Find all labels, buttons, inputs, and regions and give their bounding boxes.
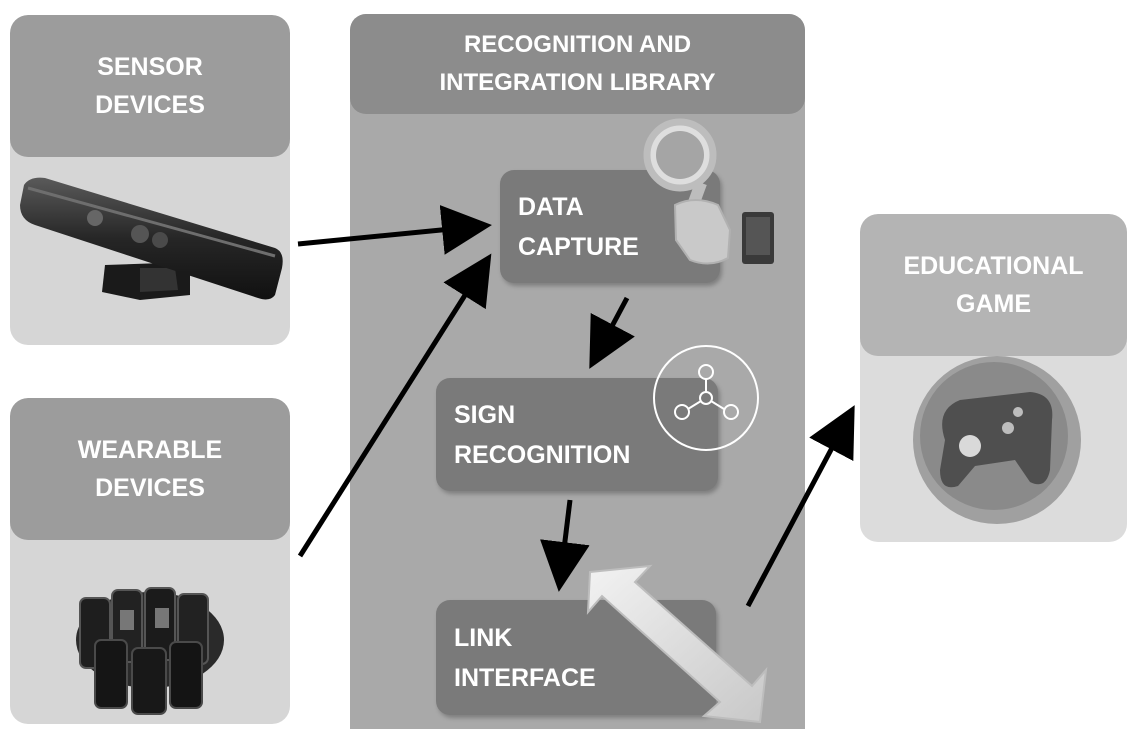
- sign-recognition-line2: RECOGNITION: [454, 440, 631, 469]
- kinect-sensor-icon: [20, 177, 283, 300]
- link-interface-line2: INTERFACE: [454, 663, 596, 692]
- arrow-wearable-to-capture: [297, 253, 492, 558]
- arrow-link-to-game: [745, 405, 855, 608]
- wearable-devices-header: WEARABLE DEVICES: [10, 398, 290, 540]
- library-panel: RECOGNITION AND INTEGRATION LIBRARY: [350, 14, 805, 729]
- library-title-line2: INTEGRATION LIBRARY: [439, 69, 716, 96]
- data-capture-line1: DATA: [518, 192, 584, 221]
- sensor-devices-title-line2: DEVICES: [95, 91, 205, 119]
- library-title-line1: RECOGNITION AND: [463, 31, 692, 58]
- magnifier-hand-phone-icon: [643, 118, 774, 265]
- educational-game-header: EDUCATIONAL GAME: [860, 214, 1127, 356]
- wearable-devices-title-line2: DEVICES: [95, 474, 205, 502]
- armband-icon: [76, 587, 224, 715]
- educational-game-title-line1: EDUCATIONAL: [903, 252, 1084, 280]
- educational-game-title-line2: GAME: [956, 290, 1031, 318]
- sign-recognition-line1: SIGN: [454, 400, 516, 429]
- network-nodes-icon: [653, 345, 759, 451]
- arrow-recognition-to-link: [540, 499, 590, 592]
- bidirectional-arrow-icon: [586, 564, 768, 724]
- data-capture-line2: CAPTURE: [518, 232, 639, 261]
- flow-arrows: [297, 205, 855, 608]
- library-header: RECOGNITION AND INTEGRATION LIBRARY: [350, 14, 805, 114]
- sign-recognition-box: SIGN RECOGNITION: [436, 378, 718, 491]
- gamepad-icon: [913, 356, 1081, 524]
- sensor-devices-header: SENSOR DEVICES: [10, 15, 290, 157]
- arrow-capture-to-recognition: [589, 296, 635, 369]
- link-interface-line1: LINK: [454, 623, 513, 652]
- sensor-devices-title-line1: SENSOR: [97, 53, 203, 81]
- arrow-sensor-to-capture: [297, 205, 492, 255]
- wearable-devices-title-line1: WEARABLE: [77, 436, 223, 464]
